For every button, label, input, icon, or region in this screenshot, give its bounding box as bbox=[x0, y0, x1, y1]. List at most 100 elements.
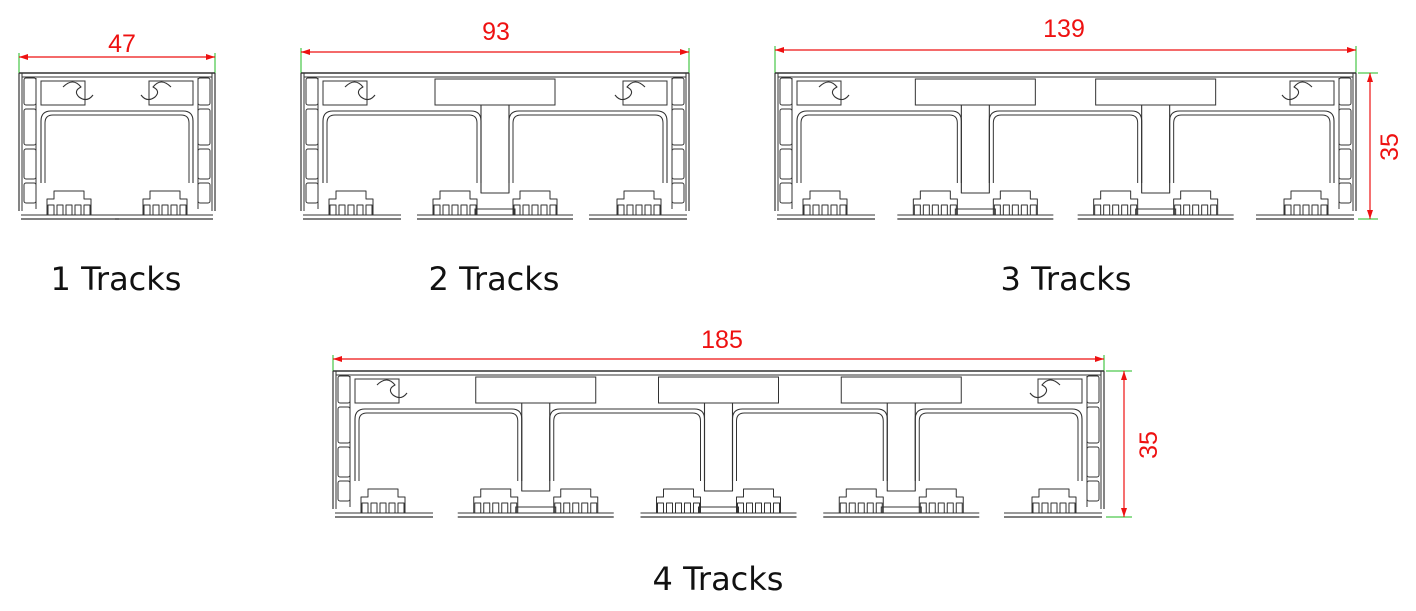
rail-rib bbox=[492, 502, 500, 513]
rail-rib bbox=[433, 204, 441, 215]
rail-rib bbox=[937, 502, 945, 513]
width-arrow-left bbox=[19, 54, 28, 60]
side-cell bbox=[305, 108, 319, 146]
rail-rib bbox=[617, 204, 625, 215]
side-cell bbox=[305, 77, 319, 106]
rail-rib bbox=[474, 502, 482, 513]
rail-rib bbox=[442, 204, 450, 215]
rail-rib bbox=[1103, 204, 1111, 215]
rail-housing bbox=[432, 190, 478, 215]
side-cell bbox=[1338, 182, 1352, 204]
side-cell bbox=[197, 77, 211, 106]
rail-housing bbox=[918, 488, 964, 513]
track-channel-inner bbox=[553, 412, 701, 481]
rail-rib bbox=[946, 502, 954, 513]
rail-rib bbox=[152, 204, 160, 215]
rail-rib bbox=[1094, 204, 1102, 215]
rail-rib bbox=[830, 204, 838, 215]
corner-box-right bbox=[148, 80, 194, 106]
track-channel bbox=[731, 408, 888, 481]
rail-rib bbox=[1130, 204, 1138, 215]
rail-rib bbox=[501, 502, 509, 513]
rail-rib bbox=[857, 502, 865, 513]
rail-rib bbox=[653, 204, 661, 215]
rail-rib bbox=[1320, 204, 1328, 215]
side-cell bbox=[23, 77, 37, 106]
rail-rib bbox=[773, 502, 780, 513]
side-cell bbox=[1338, 77, 1352, 106]
profile-3-caption: 3 Tracks bbox=[1001, 260, 1132, 298]
profile-1-extension-lines bbox=[18, 53, 216, 133]
rail-rib bbox=[56, 204, 64, 215]
rail-rib bbox=[370, 502, 378, 513]
rail-rib bbox=[469, 204, 477, 215]
rail-rib bbox=[329, 204, 337, 215]
rail-rib bbox=[1183, 204, 1191, 215]
side-cell bbox=[779, 182, 793, 204]
height-arrow-bottom bbox=[1367, 210, 1373, 219]
side-cell bbox=[779, 148, 793, 180]
side-cell bbox=[1086, 406, 1100, 444]
rail-rib bbox=[388, 502, 396, 513]
rail-rib bbox=[755, 502, 762, 513]
rail-rib bbox=[1029, 204, 1037, 215]
separator-base bbox=[954, 208, 996, 216]
separator-web bbox=[960, 105, 990, 194]
rail-rib bbox=[563, 502, 571, 513]
side-cell bbox=[671, 108, 685, 146]
separator-base bbox=[880, 506, 922, 514]
track-channel bbox=[354, 408, 523, 481]
side-cell bbox=[23, 148, 37, 180]
rail-housing bbox=[616, 190, 662, 215]
track-channel-inner bbox=[326, 114, 478, 183]
rail-rib bbox=[47, 204, 55, 215]
rail-housing bbox=[46, 190, 92, 215]
side-cell bbox=[305, 182, 319, 204]
rail-housing bbox=[838, 488, 884, 513]
side-cell bbox=[197, 108, 211, 146]
profile-4-caption: 4 Tracks bbox=[653, 560, 784, 598]
rail-housing bbox=[553, 488, 599, 513]
corner-box-right bbox=[1289, 80, 1335, 106]
rail-rib bbox=[1011, 204, 1019, 215]
separator-top-box bbox=[1095, 78, 1217, 106]
rail-rib bbox=[919, 502, 927, 513]
corner-box-left bbox=[354, 378, 400, 404]
rail-rib bbox=[913, 204, 921, 215]
rail-rib bbox=[549, 204, 557, 215]
rail-rib bbox=[554, 502, 562, 513]
clip-hook-right bbox=[614, 81, 646, 101]
separator-top-box bbox=[914, 78, 1036, 106]
rail-rib bbox=[764, 502, 771, 513]
side-cell bbox=[337, 375, 351, 404]
rail-housing bbox=[142, 190, 188, 215]
rail-rib bbox=[83, 204, 91, 215]
rail-rib bbox=[949, 204, 957, 215]
clip-hook-left bbox=[344, 81, 376, 101]
rail-rib bbox=[684, 502, 691, 513]
rail-rib bbox=[940, 204, 948, 215]
separator-web bbox=[480, 105, 510, 194]
rail-rib bbox=[510, 502, 518, 513]
track-channel-inner bbox=[800, 114, 958, 183]
height-arrow-bottom bbox=[1121, 508, 1127, 517]
rail-rib bbox=[635, 204, 643, 215]
rail-rib bbox=[1192, 204, 1200, 215]
corner-box-left bbox=[40, 80, 86, 106]
separator-top-box bbox=[434, 78, 556, 106]
rail-rib bbox=[1068, 502, 1076, 513]
side-cell bbox=[671, 182, 685, 204]
profile-2-tracks: 93 2 Tracks bbox=[300, 18, 690, 298]
rail-rib bbox=[955, 502, 963, 513]
track-channel-inner bbox=[512, 114, 664, 183]
profile-4-extension-lines bbox=[332, 355, 1105, 431]
side-cell bbox=[1338, 148, 1352, 180]
width-arrow-right bbox=[680, 49, 689, 55]
side-cell bbox=[337, 446, 351, 478]
corner-box-right bbox=[1037, 378, 1083, 404]
side-cell bbox=[1086, 446, 1100, 478]
profile-3-height-dimension bbox=[1358, 72, 1378, 220]
profile-3-outline bbox=[774, 72, 1357, 220]
rail-rib bbox=[666, 502, 673, 513]
side-cell bbox=[23, 108, 37, 146]
